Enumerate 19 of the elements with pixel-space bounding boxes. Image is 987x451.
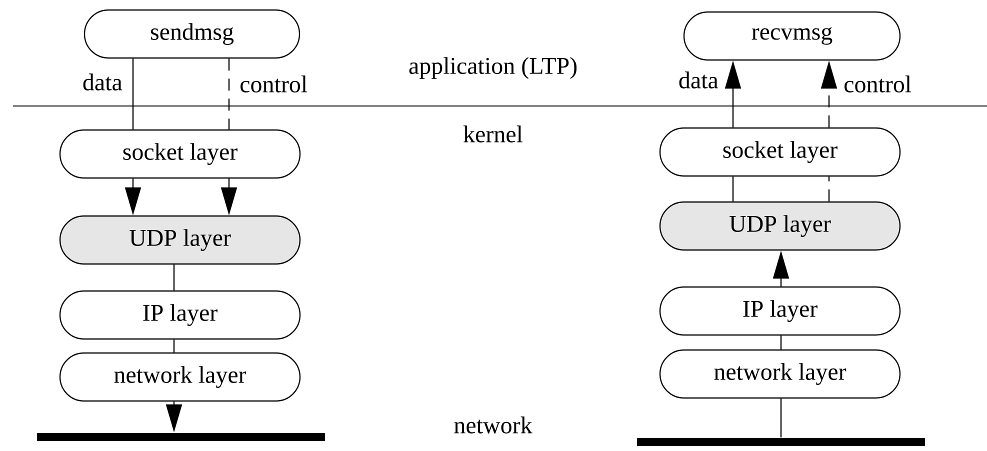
layer-box: network layer	[659, 349, 901, 399]
layer-box: socket layer	[59, 129, 301, 179]
edge-label: control	[238, 74, 309, 94]
layer-label: kernel	[463, 126, 522, 142]
layer-box: IP layer	[59, 290, 301, 340]
layer-box: network layer	[59, 352, 301, 402]
layer-label: application (LTP)	[409, 57, 577, 79]
edge-label: data	[677, 70, 720, 90]
layer-box: UDP layer	[59, 215, 301, 265]
layer-box: recvmsg	[683, 11, 901, 61]
network-wire	[637, 438, 925, 446]
layer-box: UDP layer	[659, 201, 901, 251]
layer-box: IP layer	[659, 286, 901, 336]
edge-label: data	[81, 72, 124, 92]
layer-box: sendmsg	[84, 9, 300, 59]
network-wire	[37, 433, 325, 441]
layer-label: network	[454, 416, 532, 434]
layer-box: socket layer	[659, 127, 901, 177]
edge-label: control	[842, 74, 913, 94]
